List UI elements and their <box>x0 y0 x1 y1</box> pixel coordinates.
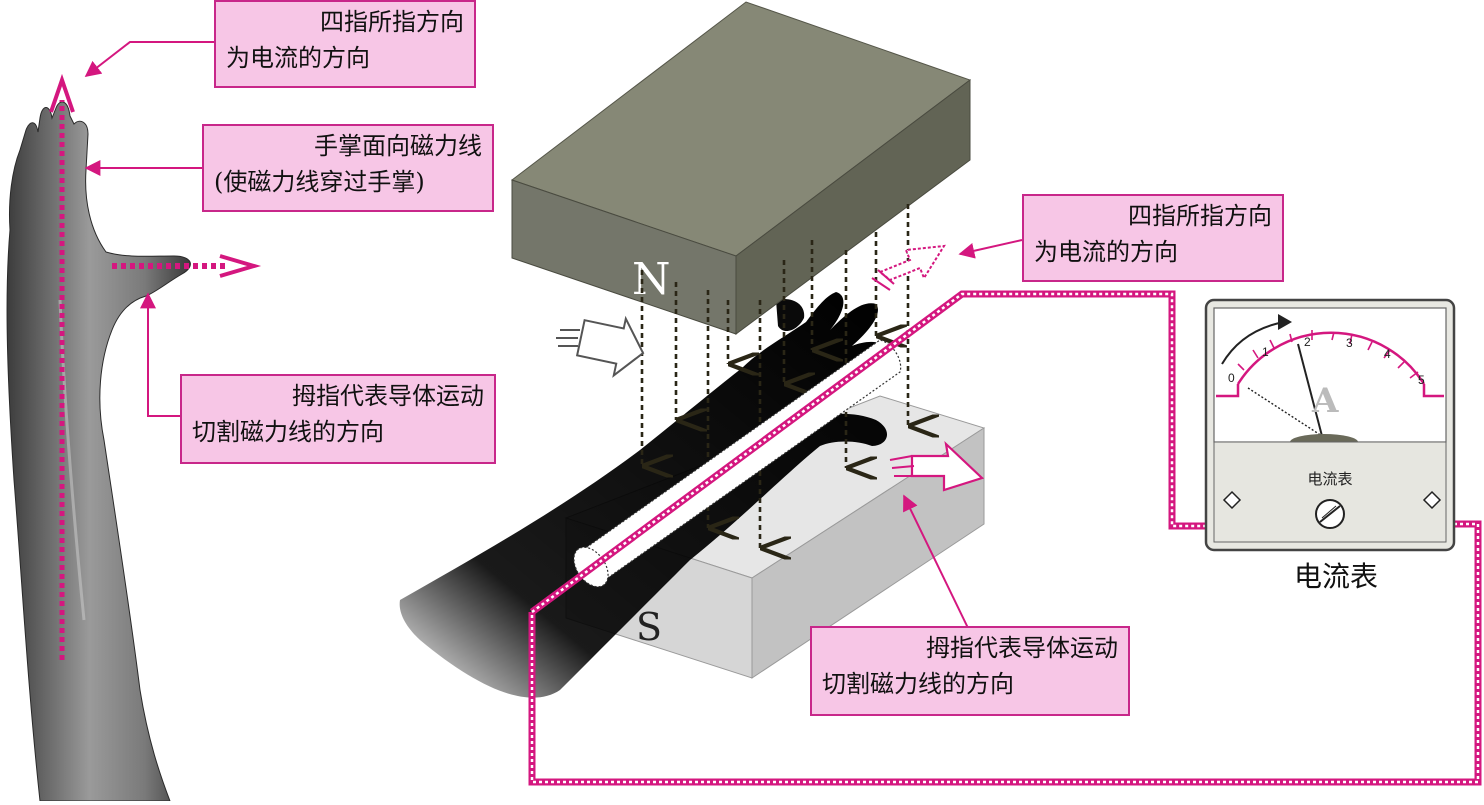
thumb-arrowhead-left <box>219 254 262 278</box>
callout-line: 四指所指方向 <box>1128 202 1272 230</box>
callout-thumb-bottom: 拇指代表导体运动 切割磁力线的方向 <box>810 626 1130 716</box>
callout-thumb-left: 拇指代表导体运动 切割磁力线的方向 <box>180 374 496 464</box>
callout-line: 拇指代表导体运动 <box>926 634 1118 662</box>
callout-top-right: 四指所指方向 为电流的方向 <box>1022 194 1284 282</box>
ammeter-panel-title: 电流表 <box>1307 470 1352 488</box>
current-arrowhead-left <box>49 73 75 113</box>
motion-arrow-gray <box>556 315 645 378</box>
leader-top-left <box>84 41 214 77</box>
ammeter-scale-label: 2 <box>1304 335 1311 349</box>
ammeter-unit: A <box>1311 381 1339 421</box>
callout-line: (使磁力线穿过手掌) <box>214 168 425 196</box>
callout-line: 四指所指方向 <box>320 8 464 36</box>
ammeter-scale-label: 0 <box>1228 371 1235 385</box>
left-arm-shape <box>6 101 191 802</box>
ammeter-deflection-arrow <box>1221 321 1285 365</box>
callout-line: 手掌面向磁力线 <box>314 132 482 160</box>
current-arrow-pink <box>871 244 946 291</box>
north-magnet: N <box>510 1 972 335</box>
motion-arrow-pink <box>889 440 985 492</box>
north-pole-label: N <box>632 254 671 305</box>
ammeter-needle <box>1297 343 1323 437</box>
left-hand-illustration <box>6 73 262 802</box>
ammeter-caption: 电流表 <box>1294 560 1378 593</box>
ammeter-scale-label: 3 <box>1346 336 1353 350</box>
south-pole-label: S <box>636 605 662 649</box>
leader-thumb-bottom <box>903 494 969 629</box>
callout-line: 切割磁力线的方向 <box>192 418 384 446</box>
ammeter-scale-arc <box>1236 331 1426 385</box>
ammeter-scale-label: 1 <box>1262 345 1269 359</box>
leader-thumb-left <box>140 292 180 417</box>
callout-top-left: 四指所指方向 为电流的方向 <box>214 0 476 88</box>
callout-palm: 手掌面向磁力线 (使磁力线穿过手掌) <box>202 124 494 212</box>
leader-top-right <box>958 239 1023 259</box>
callout-line: 为电流的方向 <box>226 44 370 72</box>
ammeter-scale-label: 4 <box>1384 347 1391 361</box>
callout-line: 为电流的方向 <box>1034 238 1178 266</box>
ammeter: 0 1 2 3 4 5 A 电流表 电流表 <box>1204 298 1456 593</box>
callout-line: 切割磁力线的方向 <box>822 670 1014 698</box>
ammeter-scale-label: 5 <box>1418 373 1425 387</box>
callout-line: 拇指代表导体运动 <box>292 382 484 410</box>
